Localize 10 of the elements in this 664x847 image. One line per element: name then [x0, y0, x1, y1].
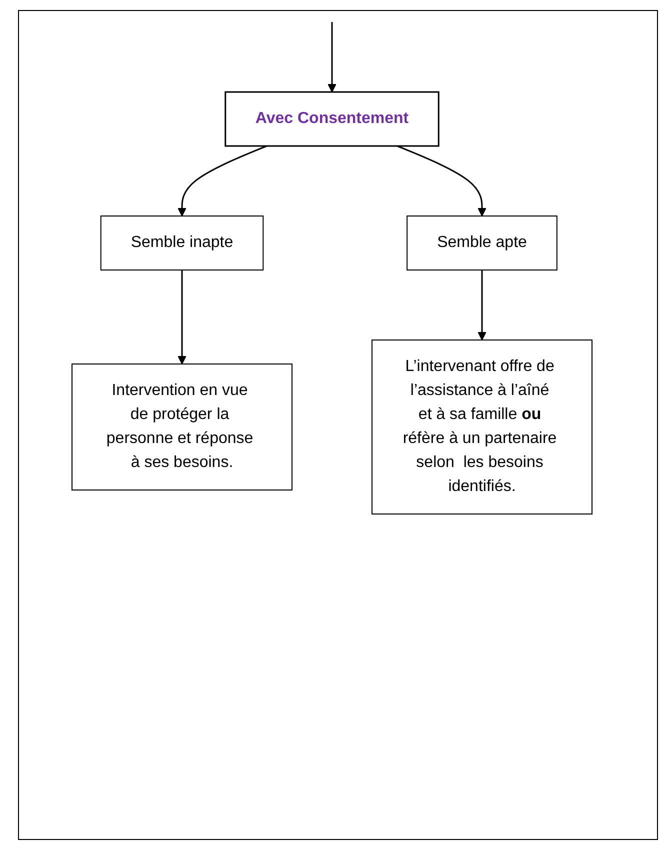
arrow	[478, 270, 486, 340]
node-box: L’intervenant offre de l’assistance à l’aîné et à sa famille ou réfère à un partenaire selon les besoins identifiés.	[372, 340, 592, 514]
node-box: Semble apte	[406, 216, 558, 270]
node-box: Semble inapte	[100, 216, 264, 270]
node-box: Avec Consentement	[224, 91, 440, 147]
node-box: Intervention en vue de protéger la personne et réponse à ses besoins.	[72, 364, 292, 490]
arrow	[178, 145, 267, 216]
arrow	[178, 270, 186, 364]
arrow	[328, 22, 336, 92]
arrow	[397, 145, 486, 216]
